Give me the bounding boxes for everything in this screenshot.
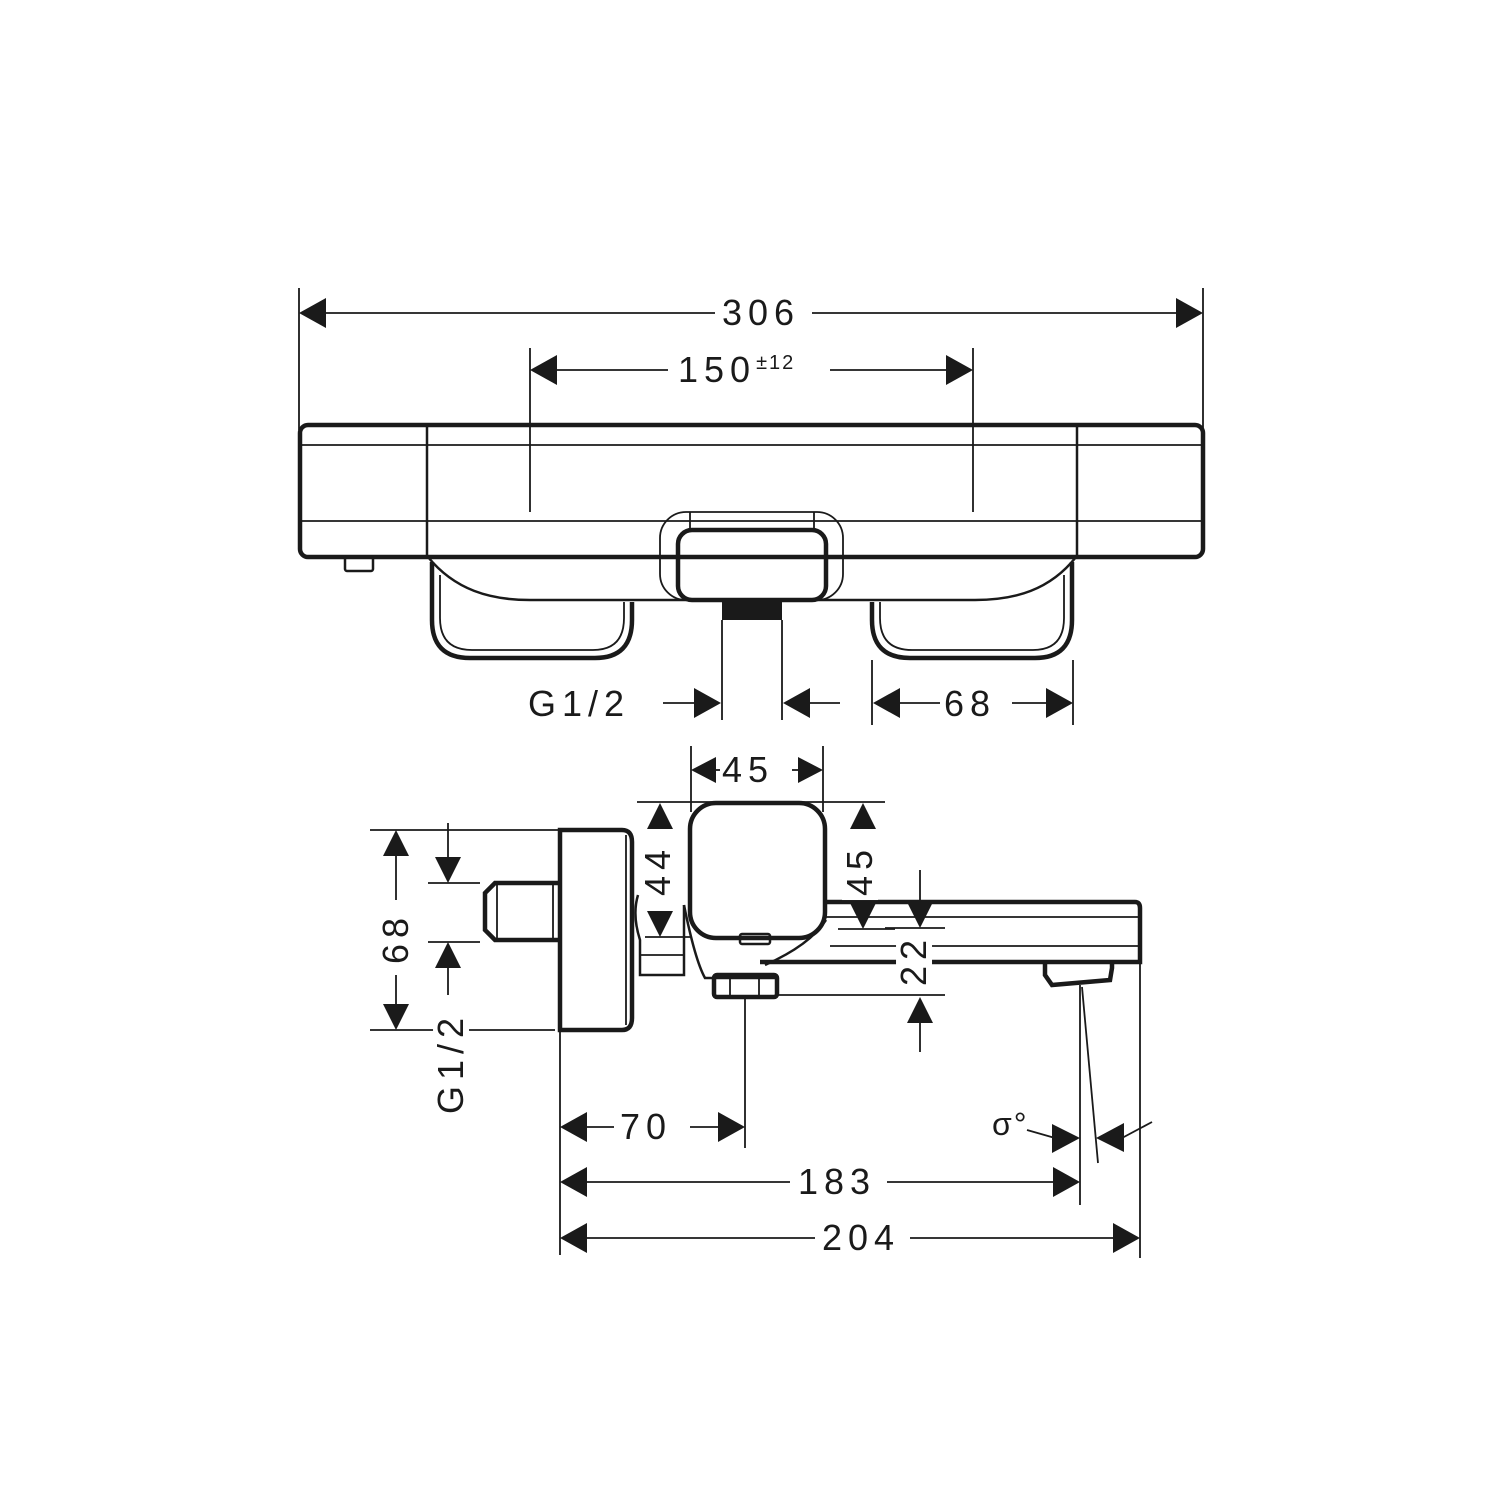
dim-connector-height-right: 45 bbox=[839, 839, 880, 901]
dim-center-value: 150 bbox=[678, 349, 757, 390]
dim-spout-offset: 22 bbox=[893, 929, 934, 991]
dim-overall-width: 306 bbox=[718, 295, 805, 331]
dim-outlet-distance: 70 bbox=[616, 1109, 677, 1145]
dim-connector-height-left: 44 bbox=[637, 839, 678, 901]
side-view bbox=[370, 746, 1153, 1258]
dim-top-thread: G1/2 bbox=[524, 686, 635, 722]
dim-spout-reach: 183 bbox=[794, 1164, 881, 1200]
top-view bbox=[297, 288, 1206, 725]
dim-overall-depth: 204 bbox=[818, 1220, 905, 1256]
dim-center-tolerance: ±12 bbox=[756, 352, 796, 374]
dim-connector-width: 45 bbox=[720, 749, 777, 790]
dim-center-distance: 150±12 bbox=[674, 349, 800, 390]
dim-body-diameter: 68 bbox=[375, 907, 416, 969]
dim-spout-angle: σ° bbox=[992, 1106, 1029, 1142]
dim-side-thread: G1/2 bbox=[430, 1007, 471, 1119]
dim-handle-width: 68 bbox=[940, 686, 1001, 722]
